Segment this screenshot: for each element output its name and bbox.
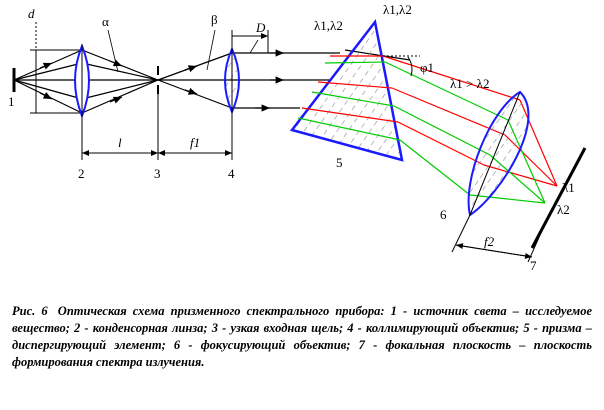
label-lambda-pair-left: λ1,λ2 xyxy=(314,18,343,33)
label-7: 7 xyxy=(530,258,537,273)
f2-dimension xyxy=(451,214,546,263)
dimension-lines xyxy=(30,22,269,160)
label-l: l xyxy=(118,135,122,150)
ray-cond-down2 xyxy=(81,79,159,100)
label-1: 1 xyxy=(8,94,15,109)
label-2: 2 xyxy=(78,166,85,181)
label-d: d xyxy=(28,6,35,21)
label-alpha: α xyxy=(102,14,109,29)
ray-cond-up2 xyxy=(81,62,159,81)
label-lambda2: λ2 xyxy=(557,202,570,217)
label-f1: f1 xyxy=(190,135,200,150)
ray-source-down2 xyxy=(13,79,83,100)
focusing-lens xyxy=(467,90,530,217)
phi-arc xyxy=(383,55,420,77)
label-4: 4 xyxy=(228,166,235,181)
label-5: 5 xyxy=(336,155,343,170)
label-f2: f2 xyxy=(484,234,495,249)
label-lambda-pair-right: λ1,λ2 xyxy=(383,2,412,17)
figure-caption: Рис. 6 Оптическая схема призменного спек… xyxy=(12,303,592,371)
label-beta: β xyxy=(211,12,218,27)
condenser-lens xyxy=(74,43,90,119)
label-6: 6 xyxy=(440,207,447,222)
ray-slit-bottom xyxy=(157,79,233,109)
label-3: 3 xyxy=(154,166,161,181)
label-phi: φ1 xyxy=(420,60,434,75)
ray-source-up2 xyxy=(13,62,83,81)
figure-number: Рис. 6 xyxy=(12,304,48,318)
label-lambda1: λ1 xyxy=(562,180,575,195)
optical-scheme-diagram: d α β D λ1,λ2 λ1,λ2 φ1 λ1 > λ2 λ1 λ2 l f… xyxy=(8,2,587,273)
label-D: D xyxy=(255,20,266,35)
prism xyxy=(289,19,404,162)
focal-plane xyxy=(530,147,587,249)
green-rays xyxy=(297,61,546,204)
red-rays xyxy=(301,55,558,187)
ray-cond-bottom xyxy=(81,79,159,114)
label-lambda-order: λ1 > λ2 xyxy=(450,76,489,91)
leader-lines xyxy=(107,29,259,73)
collimator-lens xyxy=(224,46,240,115)
caption-text: Оптическая схема призменного спектрально… xyxy=(12,304,592,369)
